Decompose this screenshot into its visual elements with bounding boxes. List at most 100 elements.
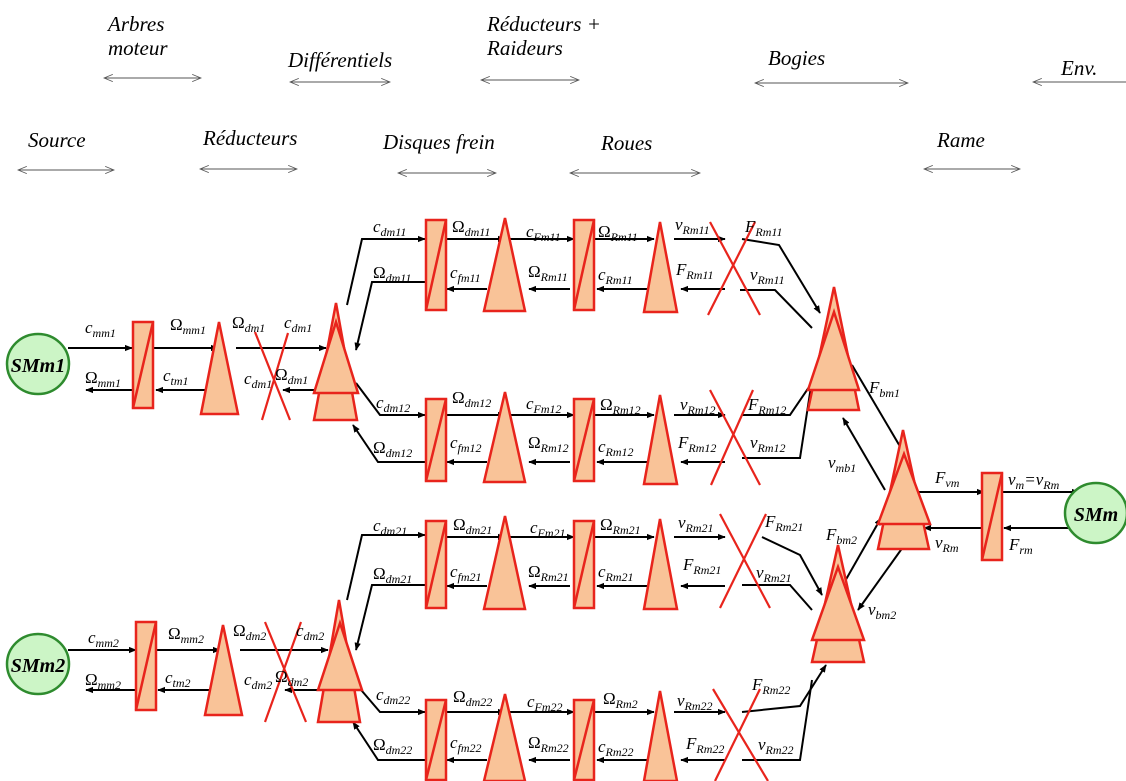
variable-label: FRm22 <box>685 734 724 756</box>
source-smm2: SMm2 <box>5 632 71 696</box>
cross-rm12 <box>709 389 761 486</box>
variable-label: cRm12 <box>598 437 634 459</box>
raideur-12 <box>572 397 596 483</box>
variable-label: vRm <box>935 533 959 555</box>
variable-label: Ωdm2 <box>233 621 266 643</box>
frein-12 <box>482 391 527 484</box>
variable-label: vRm11 <box>675 215 710 237</box>
variable-label: cRm21 <box>598 562 634 584</box>
variable-label: Ωdm22 <box>373 735 412 757</box>
header-reducteurs: Réducteurs <box>203 126 298 150</box>
rame-triangle <box>876 429 932 551</box>
variable-label: cfm11 <box>450 263 481 285</box>
variable-label: cdm21 <box>373 516 407 538</box>
source-smm1: SMm1 <box>5 332 71 396</box>
variable-label: vm=vRm <box>1008 470 1060 492</box>
sources: SMm1 SMm2 SMm <box>5 332 1126 696</box>
variable-label: cdm2 <box>296 621 324 643</box>
variable-label: cdm2 <box>244 670 272 692</box>
variable-label: vRm21 <box>678 513 714 535</box>
variable-label: Fvm <box>934 468 960 490</box>
variable-label: vmb1 <box>828 453 856 475</box>
variable-label: Ωdm12 <box>373 438 412 460</box>
variable-label: Ωdm22 <box>453 687 492 709</box>
bogie-1 <box>806 286 861 412</box>
frein-11 <box>482 217 527 313</box>
variable-label: ctm1 <box>163 366 189 388</box>
variable-label: FRm21 <box>682 555 721 577</box>
reducteur-2 <box>134 620 158 712</box>
header-arrows <box>18 78 1126 173</box>
variable-label: ΩRm2 <box>603 689 638 711</box>
variable-label: FRm11 <box>675 260 714 282</box>
variable-label: vRm12 <box>680 395 716 417</box>
variable-label: cFm12 <box>526 394 562 416</box>
raideur-21 <box>572 519 596 610</box>
variable-label: cfm22 <box>450 733 482 755</box>
variable-label: cdm1 <box>244 369 272 391</box>
variable-label: vRm22 <box>677 691 713 713</box>
header-reducteurs-raideurs: Réducteurs +Raideurs <box>487 12 601 60</box>
bogie-2 <box>810 544 866 664</box>
raideur-22 <box>572 698 596 781</box>
variable-label: Ωmm2 <box>168 624 204 646</box>
variable-label: Ωmm2 <box>85 670 121 692</box>
raideur-11 <box>572 218 596 312</box>
reducteur-1 <box>131 320 155 410</box>
cross-marks <box>253 221 771 781</box>
cross-rm22 <box>712 688 769 781</box>
variable-label: cRm11 <box>598 265 633 287</box>
variable-label: cdm11 <box>373 217 406 239</box>
arbre-moteur-1 <box>199 321 240 416</box>
disque-22 <box>424 698 448 781</box>
source-smm2-label: SMm2 <box>11 655 65 677</box>
variable-label: ΩRm21 <box>600 515 641 537</box>
variable-label: ΩRm12 <box>600 395 641 417</box>
disque-12 <box>424 397 448 483</box>
disque-21 <box>424 519 448 610</box>
variable-label: Ωdm1 <box>275 365 308 387</box>
variable-label: ctm2 <box>165 668 191 690</box>
header-roues: Roues <box>601 131 653 155</box>
cross-dm2 <box>263 621 308 723</box>
variable-label: Frm <box>1008 535 1033 557</box>
frein-22 <box>482 693 527 781</box>
variable-label: Ωmm1 <box>170 315 206 337</box>
variable-label: Ωdm11 <box>452 217 490 239</box>
variable-label: Ωdm12 <box>452 388 491 410</box>
variable-label: cdm1 <box>284 313 312 335</box>
blocks <box>131 217 1004 781</box>
roue-21 <box>642 518 679 611</box>
header-bogies: Bogies <box>768 46 826 70</box>
variable-label: FRm12 <box>677 433 716 455</box>
variable-label: cRm22 <box>598 737 634 759</box>
variable-label: Ωdm11 <box>373 263 411 285</box>
variable-label: cmm2 <box>88 628 119 650</box>
arbre-moteur-2 <box>203 624 244 717</box>
source-smm: SMm <box>1063 481 1126 545</box>
variable-label: ΩRm21 <box>528 562 569 584</box>
variable-label: cFm22 <box>527 692 563 714</box>
header-env: Env. <box>1061 56 1098 80</box>
differentiel-2 <box>316 599 364 724</box>
variable-label: Ωdm2 <box>275 667 308 689</box>
variable-label: Ωdm21 <box>453 515 492 537</box>
roue-11 <box>642 221 679 314</box>
variable-label: cdm12 <box>376 393 410 415</box>
cross-rm11 <box>707 221 761 316</box>
variable-label: cFm11 <box>526 222 561 244</box>
cross-dm1 <box>253 331 292 421</box>
frein-21 <box>482 515 527 611</box>
roue-22 <box>642 690 679 781</box>
variable-label: FRm21 <box>764 512 803 534</box>
variable-label: Ωdm21 <box>373 564 412 586</box>
variable-label: Ωdm1 <box>232 313 265 335</box>
cross-rm21 <box>719 513 771 609</box>
variable-label: ΩRm11 <box>598 222 638 244</box>
variable-label: cfm21 <box>450 562 482 584</box>
variable-label: FRm11 <box>744 217 783 239</box>
source-smm1-label: SMm1 <box>11 355 65 377</box>
